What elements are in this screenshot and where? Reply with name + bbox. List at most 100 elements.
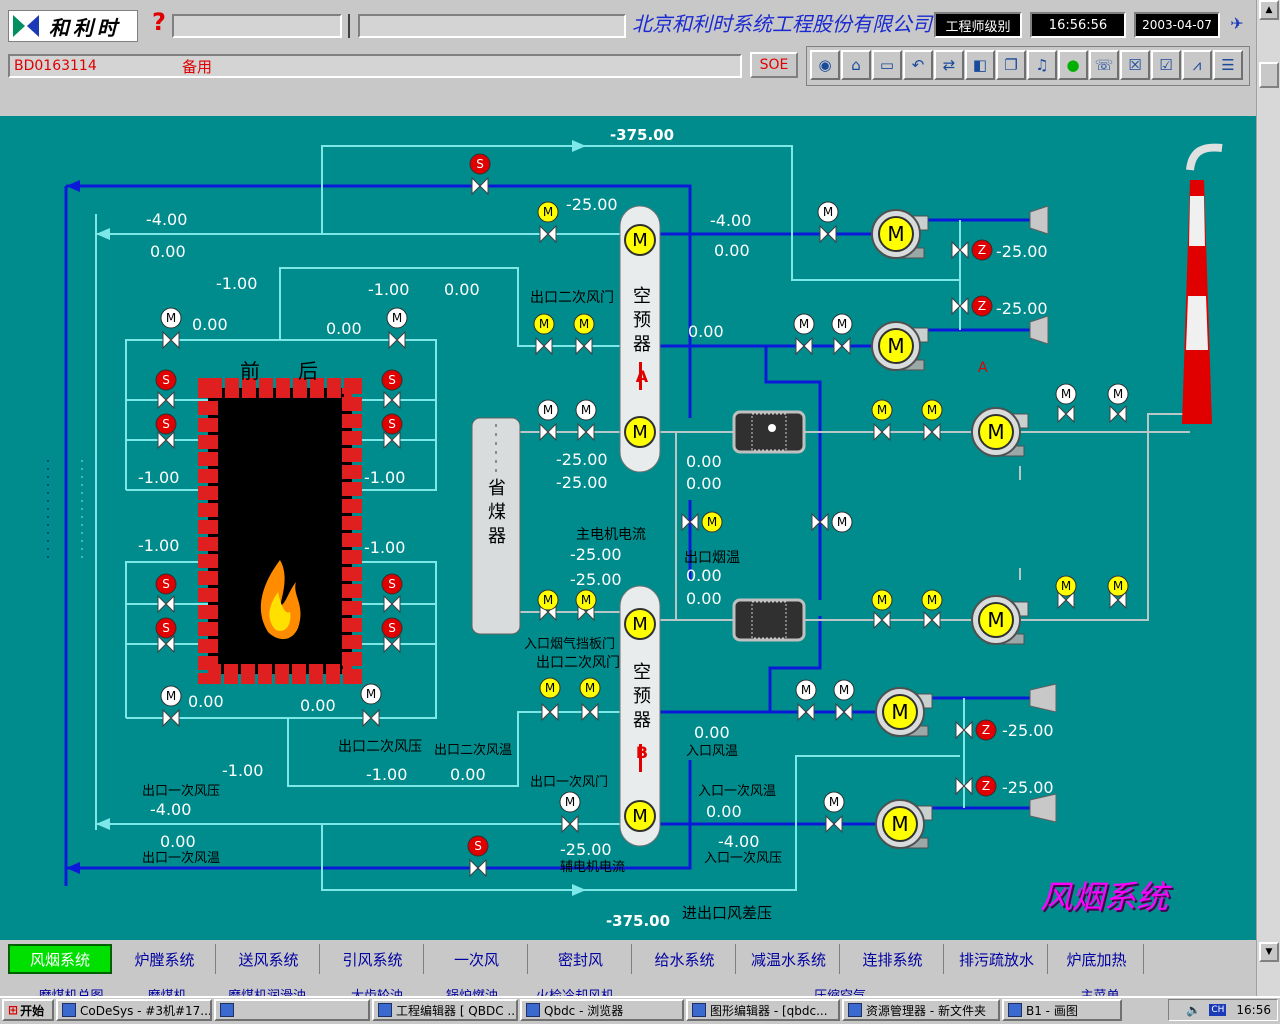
pin-icon[interactable]: ✈ [1230, 14, 1244, 33]
damper-valve[interactable] [561, 814, 579, 834]
motor-actuator-icon[interactable]: M [831, 313, 853, 335]
damper-valve[interactable] [575, 336, 593, 356]
damper-valve[interactable] [581, 702, 599, 722]
motor-actuator-icon[interactable]: M [921, 399, 943, 421]
damper-valve[interactable] [1057, 404, 1075, 424]
tab-10[interactable]: 排污疏放水 [946, 944, 1048, 974]
motor-actuator-icon[interactable]: M [624, 416, 656, 448]
solenoid-actuator-icon[interactable]: S [381, 617, 403, 639]
motor-actuator-icon[interactable]: M [539, 677, 561, 699]
damper-valve[interactable] [539, 224, 557, 244]
damper-valve[interactable] [383, 594, 401, 614]
motor-actuator-icon[interactable]: M [1107, 383, 1129, 405]
damper-valve[interactable] [819, 224, 837, 244]
damper-valve[interactable] [157, 634, 175, 654]
motor-actuator-icon[interactable]: M [533, 313, 555, 335]
motor-actuator-icon[interactable]: M [1107, 575, 1129, 597]
damper-valve[interactable] [955, 720, 973, 740]
alarm-input-1[interactable] [172, 14, 342, 38]
taskbar-task-2[interactable] [214, 999, 370, 1021]
damper-valve[interactable] [157, 594, 175, 614]
damper-valve[interactable] [471, 176, 489, 196]
tab-8[interactable]: 减温水系统 [738, 944, 840, 974]
tab-7[interactable]: 给水系统 [634, 944, 736, 974]
solenoid-actuator-icon[interactable]: S [155, 413, 177, 435]
motor-actuator-icon[interactable]: M [537, 399, 559, 421]
damper-valve[interactable] [157, 390, 175, 410]
fan-motor-icon[interactable]: M [971, 595, 1029, 645]
home-icon[interactable]: ⌂ [841, 50, 871, 80]
solenoid-actuator-icon[interactable]: S [155, 573, 177, 595]
tab-9[interactable]: 连排系统 [842, 944, 944, 974]
motor-actuator-icon[interactable]: M [537, 201, 559, 223]
damper-valve[interactable] [873, 610, 891, 630]
damper-valve[interactable] [362, 708, 380, 728]
trend-icon[interactable]: ⩘ [1182, 50, 1212, 80]
taskbar-task-7[interactable]: B1 - 画图 [1002, 999, 1122, 1021]
motor-actuator-icon[interactable]: M [795, 679, 817, 701]
solenoid-actuator-icon[interactable]: S [155, 369, 177, 391]
damper-valve[interactable] [923, 422, 941, 442]
status-light-icon[interactable]: ● [1058, 50, 1088, 80]
selected-tag-field[interactable]: BD0163114 备用 [8, 54, 742, 78]
motor-actuator-icon[interactable]: Z [975, 719, 997, 741]
solenoid-actuator-icon[interactable]: S [381, 413, 403, 435]
motor-actuator-icon[interactable]: M [1055, 383, 1077, 405]
motor-actuator-icon[interactable]: M [575, 589, 597, 611]
fan-motor-icon[interactable]: M [875, 687, 933, 737]
fan-motor-icon[interactable]: M [871, 209, 929, 259]
help-button[interactable]: ? [152, 8, 166, 36]
back-icon[interactable]: ↶ [903, 50, 933, 80]
solenoid-actuator-icon[interactable]: S [155, 617, 177, 639]
volume-icon[interactable]: 🔈 [1186, 1003, 1202, 1017]
tab-11[interactable]: 炉底加热 [1050, 944, 1144, 974]
alarm-ack-icon[interactable]: ☑ [1151, 50, 1181, 80]
damper-valve[interactable] [795, 336, 813, 356]
globe-icon[interactable]: ◉ [810, 50, 840, 80]
damper-valve[interactable] [873, 422, 891, 442]
tab-5[interactable]: 一次风 [426, 944, 528, 974]
taskbar-task-5[interactable]: 图形编辑器 - [qbdc... [686, 999, 840, 1021]
motor-actuator-icon[interactable]: M [871, 399, 893, 421]
damper-valve[interactable] [797, 702, 815, 722]
alarm-off-icon[interactable]: ☒ [1120, 50, 1150, 80]
fan-motor-icon[interactable]: M [971, 407, 1029, 457]
solenoid-actuator-icon[interactable]: S [467, 835, 489, 857]
tab-2[interactable]: 炉膛系统 [114, 944, 216, 974]
bell-icon[interactable]: ♫ [1027, 50, 1057, 80]
damper-valve[interactable] [383, 634, 401, 654]
report-icon[interactable]: ☰ [1213, 50, 1243, 80]
motor-actuator-icon[interactable]: Z [971, 239, 993, 261]
motor-actuator-icon[interactable]: M [624, 608, 656, 640]
taskbar-task-6[interactable]: 资源管理器 - 新文件夹 [842, 999, 1000, 1021]
damper-valve[interactable] [577, 422, 595, 442]
motor-actuator-icon[interactable]: M [559, 791, 581, 813]
taskbar-task-4[interactable]: Qbdc - 浏览器 [520, 999, 684, 1021]
damper-valve[interactable] [811, 512, 829, 532]
damper-valve[interactable] [835, 702, 853, 722]
swap-icon[interactable]: ⇄ [934, 50, 964, 80]
motor-actuator-icon[interactable]: M [1055, 575, 1077, 597]
scroll-down-icon[interactable]: ▼ [1259, 942, 1279, 962]
motor-actuator-icon[interactable]: M [833, 679, 855, 701]
solenoid-actuator-icon[interactable]: S [381, 369, 403, 391]
damper-valve[interactable] [1109, 404, 1127, 424]
motor-actuator-icon[interactable]: M [921, 589, 943, 611]
solenoid-actuator-icon[interactable]: S [469, 153, 491, 175]
scroll-up-icon[interactable]: ▲ [1259, 0, 1279, 20]
damper-valve[interactable] [469, 858, 487, 878]
device-icon[interactable]: ▭ [872, 50, 902, 80]
tab-3[interactable]: 送风系统 [218, 944, 320, 974]
damper-valve[interactable] [162, 708, 180, 728]
motor-actuator-icon[interactable]: M [823, 791, 845, 813]
damper-valve[interactable] [681, 512, 699, 532]
motor-actuator-icon[interactable]: M [624, 224, 656, 256]
damper-valve[interactable] [388, 330, 406, 350]
tab-4[interactable]: 引风系统 [322, 944, 424, 974]
motor-actuator-icon[interactable]: M [624, 800, 656, 832]
motor-actuator-icon[interactable]: M [160, 307, 182, 329]
taskbar-task-1[interactable]: CoDeSys - #3机#17... [56, 999, 212, 1021]
damper-valve[interactable] [157, 430, 175, 450]
damper-valve[interactable] [383, 430, 401, 450]
motor-actuator-icon[interactable]: M [537, 589, 559, 611]
